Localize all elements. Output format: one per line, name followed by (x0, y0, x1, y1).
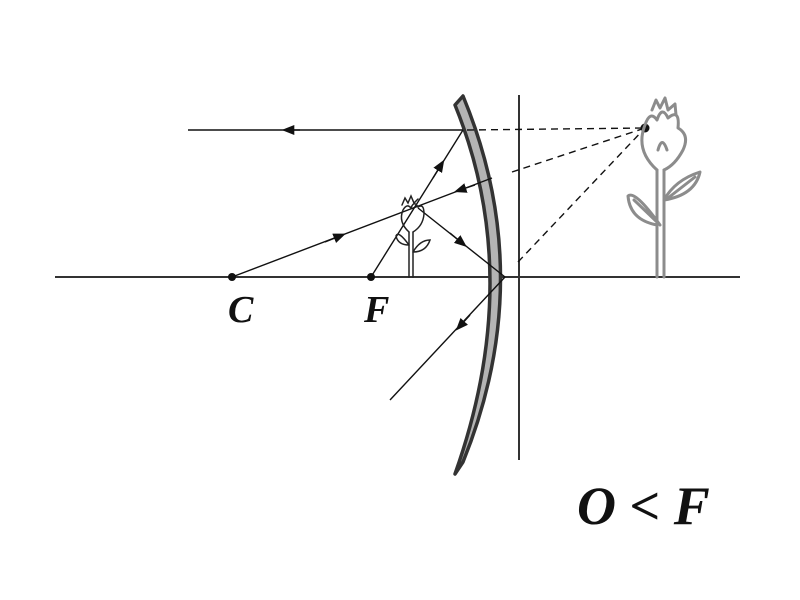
ray-center-arrow-1 (324, 233, 346, 244)
concave-mirror (453, 94, 503, 476)
ray-through-center (231, 177, 493, 278)
image-rose-icon (395, 194, 432, 278)
condition-label: O < F (577, 476, 710, 536)
focus-point (367, 273, 375, 281)
center-label: C (228, 289, 254, 331)
dashed-extension-3 (517, 127, 646, 263)
ray-vertex-reflected (389, 276, 506, 401)
ray-through-focus (370, 129, 464, 278)
ray-vertex-arrow (449, 232, 467, 248)
rose-icon (626, 96, 702, 279)
ray-center-arrow-2 (454, 183, 476, 193)
focus-label: F (363, 289, 389, 331)
center-point (228, 273, 236, 281)
ray-reflected-arrow (455, 314, 471, 331)
dashed-extension-1 (466, 127, 646, 131)
ray-focus-arrow (432, 159, 445, 179)
dashed-extension-2 (511, 127, 646, 173)
